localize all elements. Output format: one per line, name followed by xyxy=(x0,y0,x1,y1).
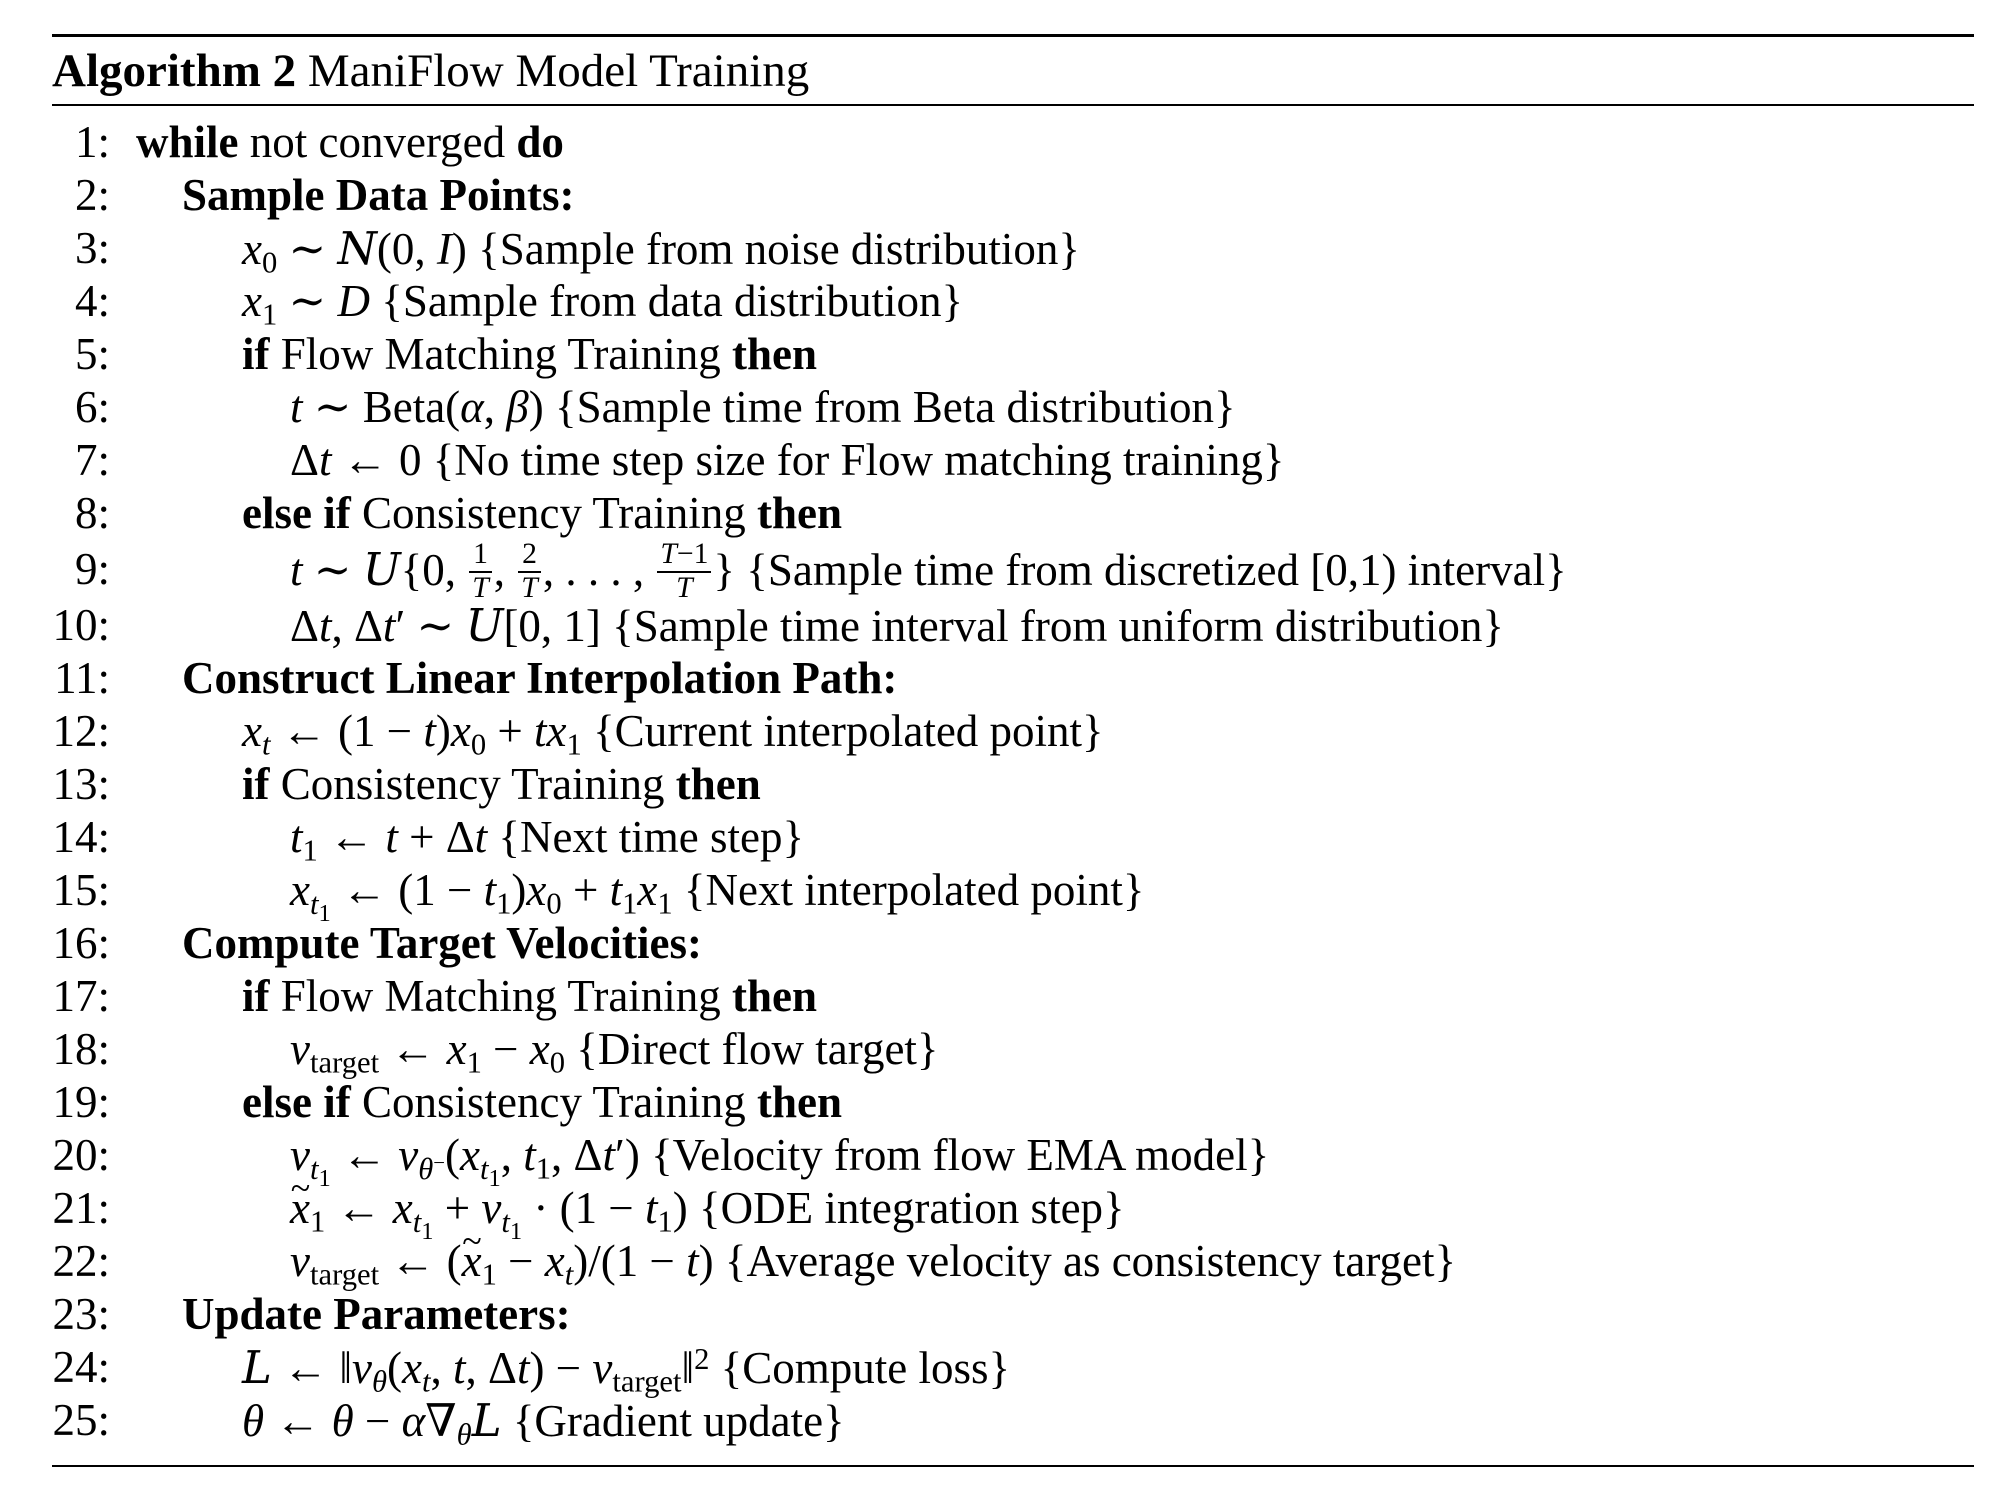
line-number: 25 xyxy=(52,1394,110,1447)
line-content: xt1 ← (1 − t1)x0 + t1x1 {Next interpolat… xyxy=(290,865,1145,927)
line-number: 6 xyxy=(52,381,110,434)
algorithm-line: 21 x1 ← xt1 + vt1 · (1 − t1) {ODE integr… xyxy=(52,1162,1974,1243)
line-content: θ ← θ − α∇θL {Gradient update} xyxy=(242,1394,845,1452)
line-number: 12 xyxy=(52,705,110,758)
line-number: 16 xyxy=(52,917,110,970)
algorithm-lines: 1 while not converged do 2 Sample Data P… xyxy=(52,116,1974,1452)
section-heading: Sample Data Points: xyxy=(182,170,575,220)
line-number: 23 xyxy=(52,1288,110,1341)
line-content: t1 ← t + Δt {Next time step} xyxy=(290,812,805,868)
section-heading: Update Parameters: xyxy=(182,1289,571,1339)
algorithm-line: 12 xt ← (1 − t)x0 + tx1 {Current interpo… xyxy=(52,705,1974,762)
algorithm-line: 6 t ∼ Beta(α, β) {Sample time from Beta … xyxy=(52,381,1974,434)
algorithm-name: ManiFlow Model Training xyxy=(307,45,810,97)
algorithm-line: 1 while not converged do xyxy=(52,116,1974,169)
line-comment: {Next time step} xyxy=(498,812,805,862)
line-comment: {Sample time from Beta distribution} xyxy=(554,382,1236,432)
line-comment: {No time step size for Flow matching tra… xyxy=(432,435,1285,485)
algorithm-label: Algorithm 2 xyxy=(52,45,297,97)
line-number: 20 xyxy=(52,1129,110,1182)
line-content: vtarget ← x1 − x0 {Direct flow target} xyxy=(290,1024,939,1080)
line-comment: {Current interpolated point} xyxy=(593,706,1104,756)
line-number: 4 xyxy=(52,275,110,328)
line-number: 17 xyxy=(52,970,110,1023)
line-number: 15 xyxy=(52,864,110,917)
line-number: 21 xyxy=(52,1182,110,1235)
line-comment: {Sample time interval from uniform distr… xyxy=(612,601,1504,651)
algorithm-line: 18 vtarget ← x1 − x0 {Direct flow target… xyxy=(52,1023,1974,1080)
line-comment: {Direct flow target} xyxy=(576,1024,939,1074)
line-number: 10 xyxy=(52,599,110,652)
line-comment: {Next interpolated point} xyxy=(683,865,1145,915)
line-number: 24 xyxy=(52,1341,110,1394)
line-content: else if Consistency Training then xyxy=(242,488,843,538)
line-number: 1 xyxy=(52,116,110,169)
algorithm-line: 2 Sample Data Points: xyxy=(52,169,1974,222)
line-number: 9 xyxy=(52,540,110,599)
algorithm-line: 24 L ← ‖vθ(xt, t, Δt) − vtarget‖2 {Compu… xyxy=(52,1341,1974,1399)
line-content: vt1 ← vθ−(xt1, t1, Δt′) {Velocity from f… xyxy=(290,1130,1270,1192)
algorithm-line: 5 if Flow Matching Training then xyxy=(52,328,1974,381)
line-number: 19 xyxy=(52,1076,110,1129)
algorithm-line: 13 if Consistency Training then xyxy=(52,758,1974,811)
line-comment: {Compute loss} xyxy=(720,1343,1011,1393)
title-rule xyxy=(52,104,1974,106)
line-comment: {Sample from noise distribution} xyxy=(478,224,1081,274)
line-number: 3 xyxy=(52,222,110,275)
line-number: 22 xyxy=(52,1235,110,1288)
algorithm-line: 17 if Flow Matching Training then xyxy=(52,970,1974,1023)
line-comment: {Velocity from flow EMA model} xyxy=(651,1130,1270,1180)
algorithm-line: 20 vt1 ← vθ−(xt1, t1, Δt′) {Velocity fro… xyxy=(52,1129,1974,1192)
line-comment: {Sample time from discretized [0,1) inte… xyxy=(746,545,1567,595)
section-heading: Construct Linear Interpolation Path: xyxy=(182,653,898,703)
line-number: 14 xyxy=(52,811,110,864)
line-number: 11 xyxy=(52,652,110,705)
bottom-rule xyxy=(52,1465,1974,1467)
algorithm-line: 14 t1 ← t + Δt {Next time step} xyxy=(52,811,1974,868)
algorithm-line: 23 Update Parameters: xyxy=(52,1288,1974,1341)
line-number: 13 xyxy=(52,758,110,811)
line-comment: {Sample from data distribution} xyxy=(381,276,964,326)
line-content: if Consistency Training then xyxy=(242,759,761,809)
algorithm-line: 7 Δt ← 0 {No time step size for Flow mat… xyxy=(52,434,1974,487)
algorithm-line: 16 Compute Target Velocities: xyxy=(52,917,1974,970)
algorithm-line: 4 x1 ∼ D {Sample from data distribution} xyxy=(52,275,1974,332)
line-content: L ← ‖vθ(xt, t, Δt) − vtarget‖2 {Compute … xyxy=(242,1341,1011,1399)
algorithm-line: 19 else if Consistency Training then xyxy=(52,1076,1974,1129)
line-content: Δt ← 0 {No time step size for Flow match… xyxy=(290,435,1285,485)
algorithm-line: 15 xt1 ← (1 − t1)x0 + t1x1 {Next interpo… xyxy=(52,864,1974,927)
line-comment: {Average velocity as consistency target} xyxy=(724,1236,1457,1286)
line-number: 5 xyxy=(52,328,110,381)
line-number: 2 xyxy=(52,169,110,222)
section-heading: Compute Target Velocities: xyxy=(182,918,702,968)
line-content: x1 ← xt1 + vt1 · (1 − t1) {ODE integrati… xyxy=(290,1162,1125,1243)
algorithm-line: 8 else if Consistency Training then xyxy=(52,487,1974,540)
line-comment: {ODE integration step} xyxy=(699,1183,1125,1233)
algorithm-title: Algorithm 2 ManiFlow Model Training xyxy=(52,37,1974,101)
line-number: 7 xyxy=(52,434,110,487)
algorithm-box: Algorithm 2 ManiFlow Model Training 1 wh… xyxy=(52,34,1974,1452)
algorithm-line: 11 Construct Linear Interpolation Path: xyxy=(52,652,1974,705)
line-number: 8 xyxy=(52,487,110,540)
line-content: x1 ∼ D {Sample from data distribution} xyxy=(242,276,964,332)
line-comment: {Gradient update} xyxy=(512,1396,845,1446)
line-content: if Flow Matching Training then xyxy=(242,971,818,1021)
algorithm-line: 10 Δt, Δt′ ∼ U[0, 1] {Sample time interv… xyxy=(52,599,1974,652)
top-rule xyxy=(52,34,1974,37)
algorithm-line: 25 θ ← θ − α∇θL {Gradient update} xyxy=(52,1394,1974,1452)
algorithm-line: 9 t ∼ U{0, 1T, 2T, . . . , T−1T} {Sample… xyxy=(52,539,1974,604)
line-content: vtarget ← (x1 − xt)/(1 − t) {Average vel… xyxy=(290,1215,1457,1290)
line-content: while not converged do xyxy=(136,117,564,167)
line-content: xt ← (1 − t)x0 + tx1 {Current interpolat… xyxy=(242,706,1104,762)
algorithm-line: 22 vtarget ← (x1 − xt)/(1 − t) {Average … xyxy=(52,1215,1974,1290)
line-number: 18 xyxy=(52,1023,110,1076)
algorithm-line: 3 x0 ∼ N(0, I) {Sample from noise distri… xyxy=(52,222,1974,280)
line-content: if Flow Matching Training then xyxy=(242,329,818,379)
line-content: Δt, Δt′ ∼ U[0, 1] {Sample time interval … xyxy=(290,599,1504,652)
line-content: x0 ∼ N(0, I) {Sample from noise distribu… xyxy=(242,222,1081,280)
line-content: t ∼ Beta(α, β) {Sample time from Beta di… xyxy=(290,382,1236,432)
line-content: else if Consistency Training then xyxy=(242,1077,843,1127)
